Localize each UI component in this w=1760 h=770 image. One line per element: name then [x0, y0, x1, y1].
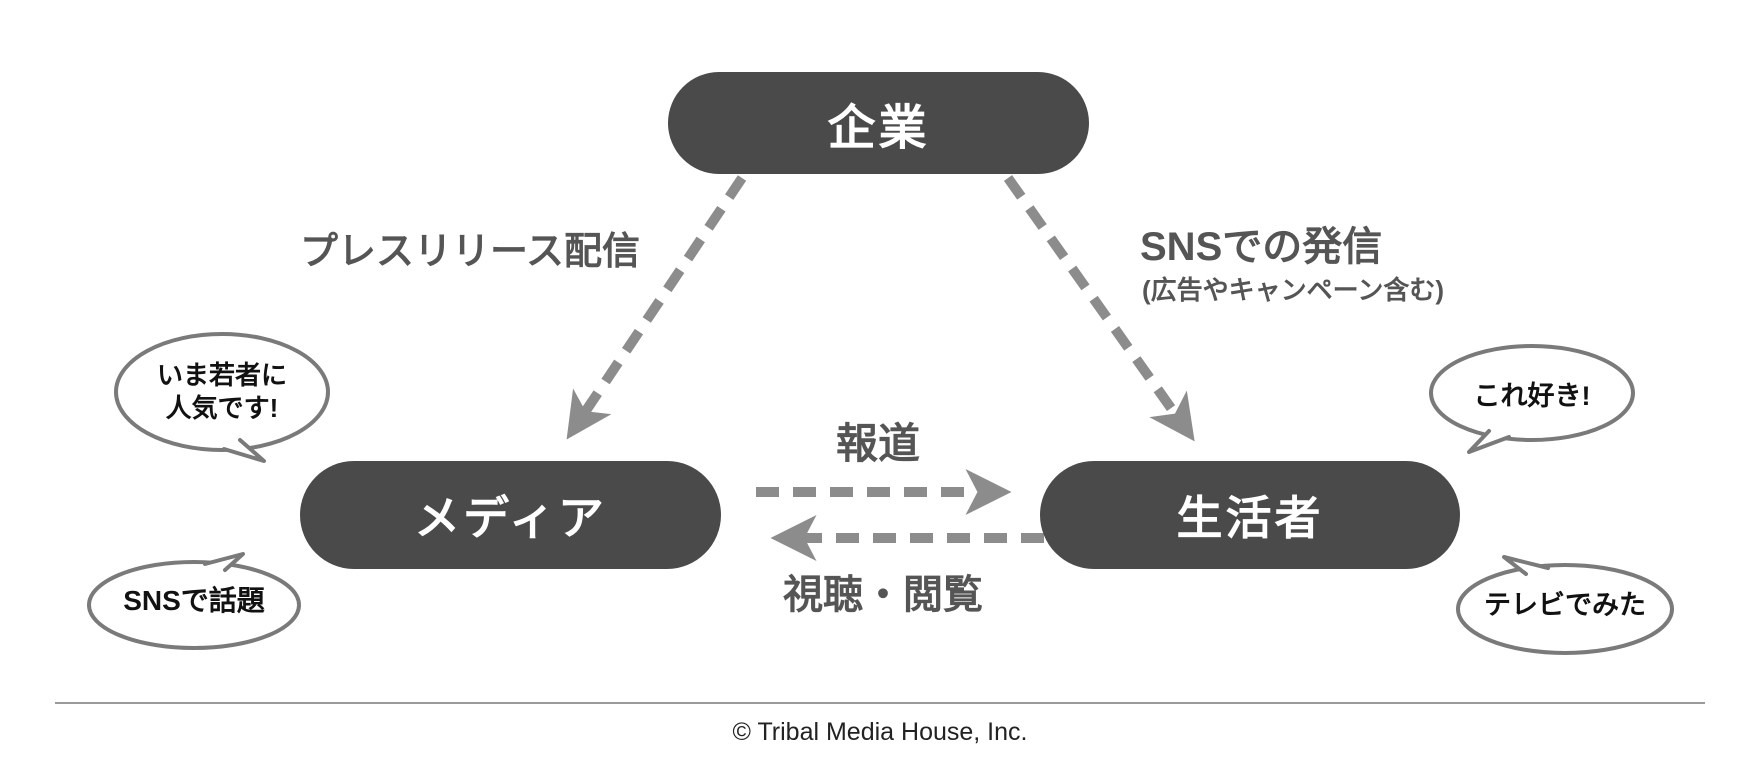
- bubble-media-bottom-label: SNSで話題: [123, 585, 265, 617]
- node-media-label: メディア: [414, 492, 607, 544]
- edge-label-report: 報道: [835, 420, 920, 467]
- node-company-label: 企業: [827, 102, 930, 155]
- node-consumer-label: 生活者: [1176, 492, 1324, 544]
- footer-copyright: © Tribal Media House, Inc.: [732, 718, 1028, 746]
- node-company: 企業: [668, 72, 1089, 174]
- bubble-media-top-line1: いま若者に: [156, 359, 287, 390]
- arrow-company-to-media: [566, 175, 747, 440]
- speech-bubble-outline: [87, 552, 301, 650]
- speech-bubble-media-bottom: SNSで話題: [85, 552, 303, 650]
- speech-bubble-outline: [114, 332, 330, 463]
- edge-label-view: 視聴・閲覧: [783, 573, 983, 617]
- edge-label-sns-sublabel: (広告やキャンペーン含む): [1142, 275, 1445, 305]
- edge-label-sns: SNSでの発信: [1140, 225, 1383, 269]
- edge-label-press-release: プレスリリース配信: [299, 231, 641, 273]
- footer-divider: [55, 702, 1705, 704]
- speech-bubble-consumer-bottom: テレビでみた: [1454, 555, 1676, 655]
- speech-bubble-outline: [1429, 344, 1635, 454]
- speech-bubble-media-top: いま若者に 人気です!: [112, 330, 332, 464]
- speech-bubble-outline: [1456, 555, 1674, 655]
- node-consumer: 生活者: [1040, 461, 1460, 569]
- bubble-media-top-line2: 人気です!: [165, 393, 279, 423]
- speech-bubble-consumer-top: これ好き!: [1427, 342, 1637, 454]
- bubble-consumer-bottom-label: テレビでみた: [1484, 589, 1646, 620]
- bubble-consumer-top-label: これ好き!: [1473, 380, 1591, 411]
- node-media: メディア: [300, 461, 721, 569]
